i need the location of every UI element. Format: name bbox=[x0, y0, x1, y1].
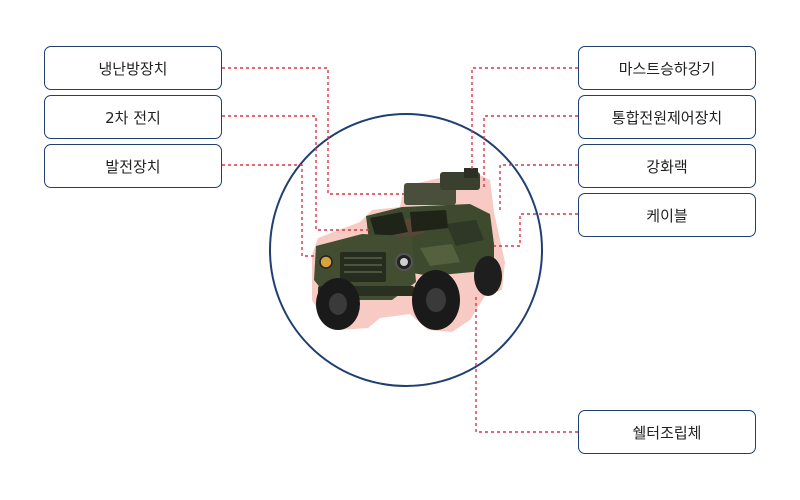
label-text: 마스트승하강기 bbox=[618, 59, 716, 78]
label-reinforced-rack: 강화랙 bbox=[578, 144, 756, 188]
leader-secondary-battery bbox=[222, 115, 372, 231]
label-secondary-battery: 2차 전지 bbox=[44, 95, 222, 139]
label-text: 2차 전지 bbox=[105, 108, 161, 127]
label-text: 케이블 bbox=[646, 206, 688, 225]
label-text: 강화랙 bbox=[646, 157, 688, 176]
military-vehicle-image bbox=[312, 168, 505, 332]
label-text: 발전장치 bbox=[105, 157, 161, 176]
label-text: 통합전원제어장치 bbox=[611, 108, 723, 127]
label-mast-lift: 마스트승하강기 bbox=[578, 46, 756, 90]
leader-cooling-heating-device bbox=[222, 67, 404, 195]
label-integrated-power-control: 통합전원제어장치 bbox=[578, 95, 756, 139]
label-text: 냉난방장치 bbox=[98, 59, 168, 78]
leader-reinforced-rack bbox=[499, 164, 578, 210]
leader-mast-lift bbox=[471, 67, 578, 172]
label-shelter-assembly: 쉘터조립체 bbox=[578, 410, 756, 454]
label-cooling-heating-device: 냉난방장치 bbox=[44, 46, 222, 90]
leader-integrated-power-control bbox=[483, 115, 578, 190]
label-text: 쉘터조립체 bbox=[632, 423, 702, 442]
label-generator: 발전장치 bbox=[44, 144, 222, 188]
leader-shelter-assembly bbox=[475, 296, 578, 433]
leader-lines bbox=[222, 67, 578, 433]
label-cable: 케이블 bbox=[578, 193, 756, 237]
leader-cable bbox=[494, 213, 578, 247]
